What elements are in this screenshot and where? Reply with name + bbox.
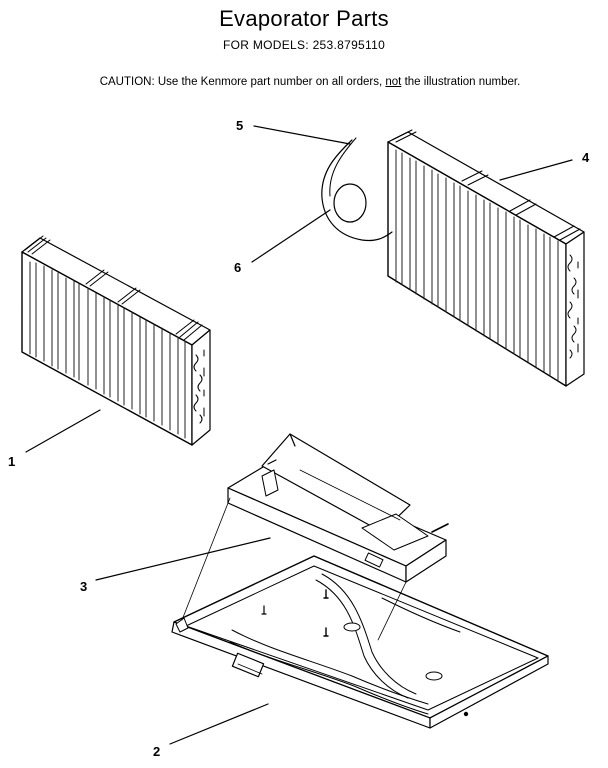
leader-lines (25, 125, 573, 745)
leader-2 (169, 703, 269, 745)
diagram-title: Evaporator Parts (219, 6, 389, 31)
callout-5: 5 (236, 118, 243, 133)
callout-3: 3 (80, 579, 87, 594)
leader-3 (95, 537, 271, 581)
callout-2: 2 (153, 744, 160, 759)
models-subtitle: FOR MODELS: 253.8795110 (222, 38, 386, 52)
evaporator-coil-right (387, 129, 585, 387)
leader-6 (251, 209, 331, 263)
caution-emphasis: not (385, 76, 402, 88)
evaporator-coil-left (21, 235, 211, 446)
caution-suffix: the illustration number. (401, 76, 521, 88)
callout-4: 4 (582, 150, 590, 165)
callout-1: 1 (8, 454, 15, 469)
caution-note: CAUTION: Use the Kenmore part number on … (20, 76, 600, 88)
callout-6: 6 (234, 260, 241, 275)
drain-trough (227, 433, 449, 583)
leader-1 (25, 409, 101, 453)
thermostat-sensor (321, 137, 393, 242)
leader-5 (253, 125, 351, 145)
caution-prefix: CAUTION: Use the Kenmore part number on … (99, 76, 386, 88)
base-pan (171, 497, 549, 729)
leader-4 (499, 159, 573, 181)
